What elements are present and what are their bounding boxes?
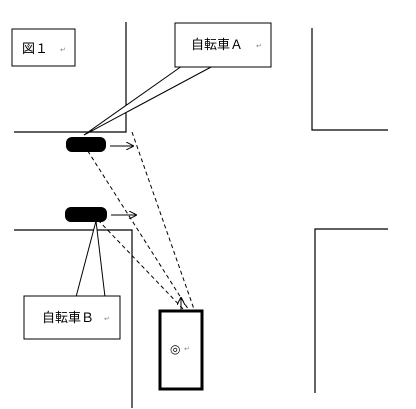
edit-mark: ↵ [256, 42, 262, 50]
callout-a-label: 自転車Ａ [191, 38, 243, 53]
callout-b-box [23, 295, 121, 340]
callout-b-pointer [75, 220, 106, 298]
edit-mark: ↵ [60, 46, 66, 54]
sight-lines [83, 131, 196, 313]
callout-a-box [174, 22, 272, 68]
edit-mark: ↵ [104, 315, 110, 323]
callout-bicycle-a: 自転車Ａ ↵ [83, 22, 272, 136]
sight-line-a-left [83, 144, 191, 313]
callout-a-pointer [83, 65, 214, 136]
sight-line-a-right [131, 131, 196, 313]
sight-line-b [97, 219, 187, 313]
callout-bicycle-b: 自転車Ｂ ↵ [23, 220, 121, 340]
bicycle-b [65, 207, 136, 222]
car-body [158, 309, 204, 391]
bicycle-a [66, 137, 133, 152]
car-symbol: ◎ [170, 342, 180, 356]
road-corner-top-right [311, 28, 388, 131]
car: ◎ ↵ [158, 298, 204, 391]
figure-label-box [11, 28, 76, 67]
road-corner-top-left [14, 22, 127, 133]
figure-label: 図１ ↵ [11, 28, 76, 67]
edit-mark: ↵ [184, 345, 190, 353]
road-corner-bottom-right [314, 228, 388, 393]
bicycle-a-body [66, 137, 106, 152]
figure-label-text: 図１ [22, 42, 48, 57]
road-edges [14, 22, 388, 408]
bicycle-b-body [65, 207, 107, 222]
callout-b-label: 自転車Ｂ [42, 311, 94, 326]
road-corner-bottom-left [14, 229, 133, 408]
